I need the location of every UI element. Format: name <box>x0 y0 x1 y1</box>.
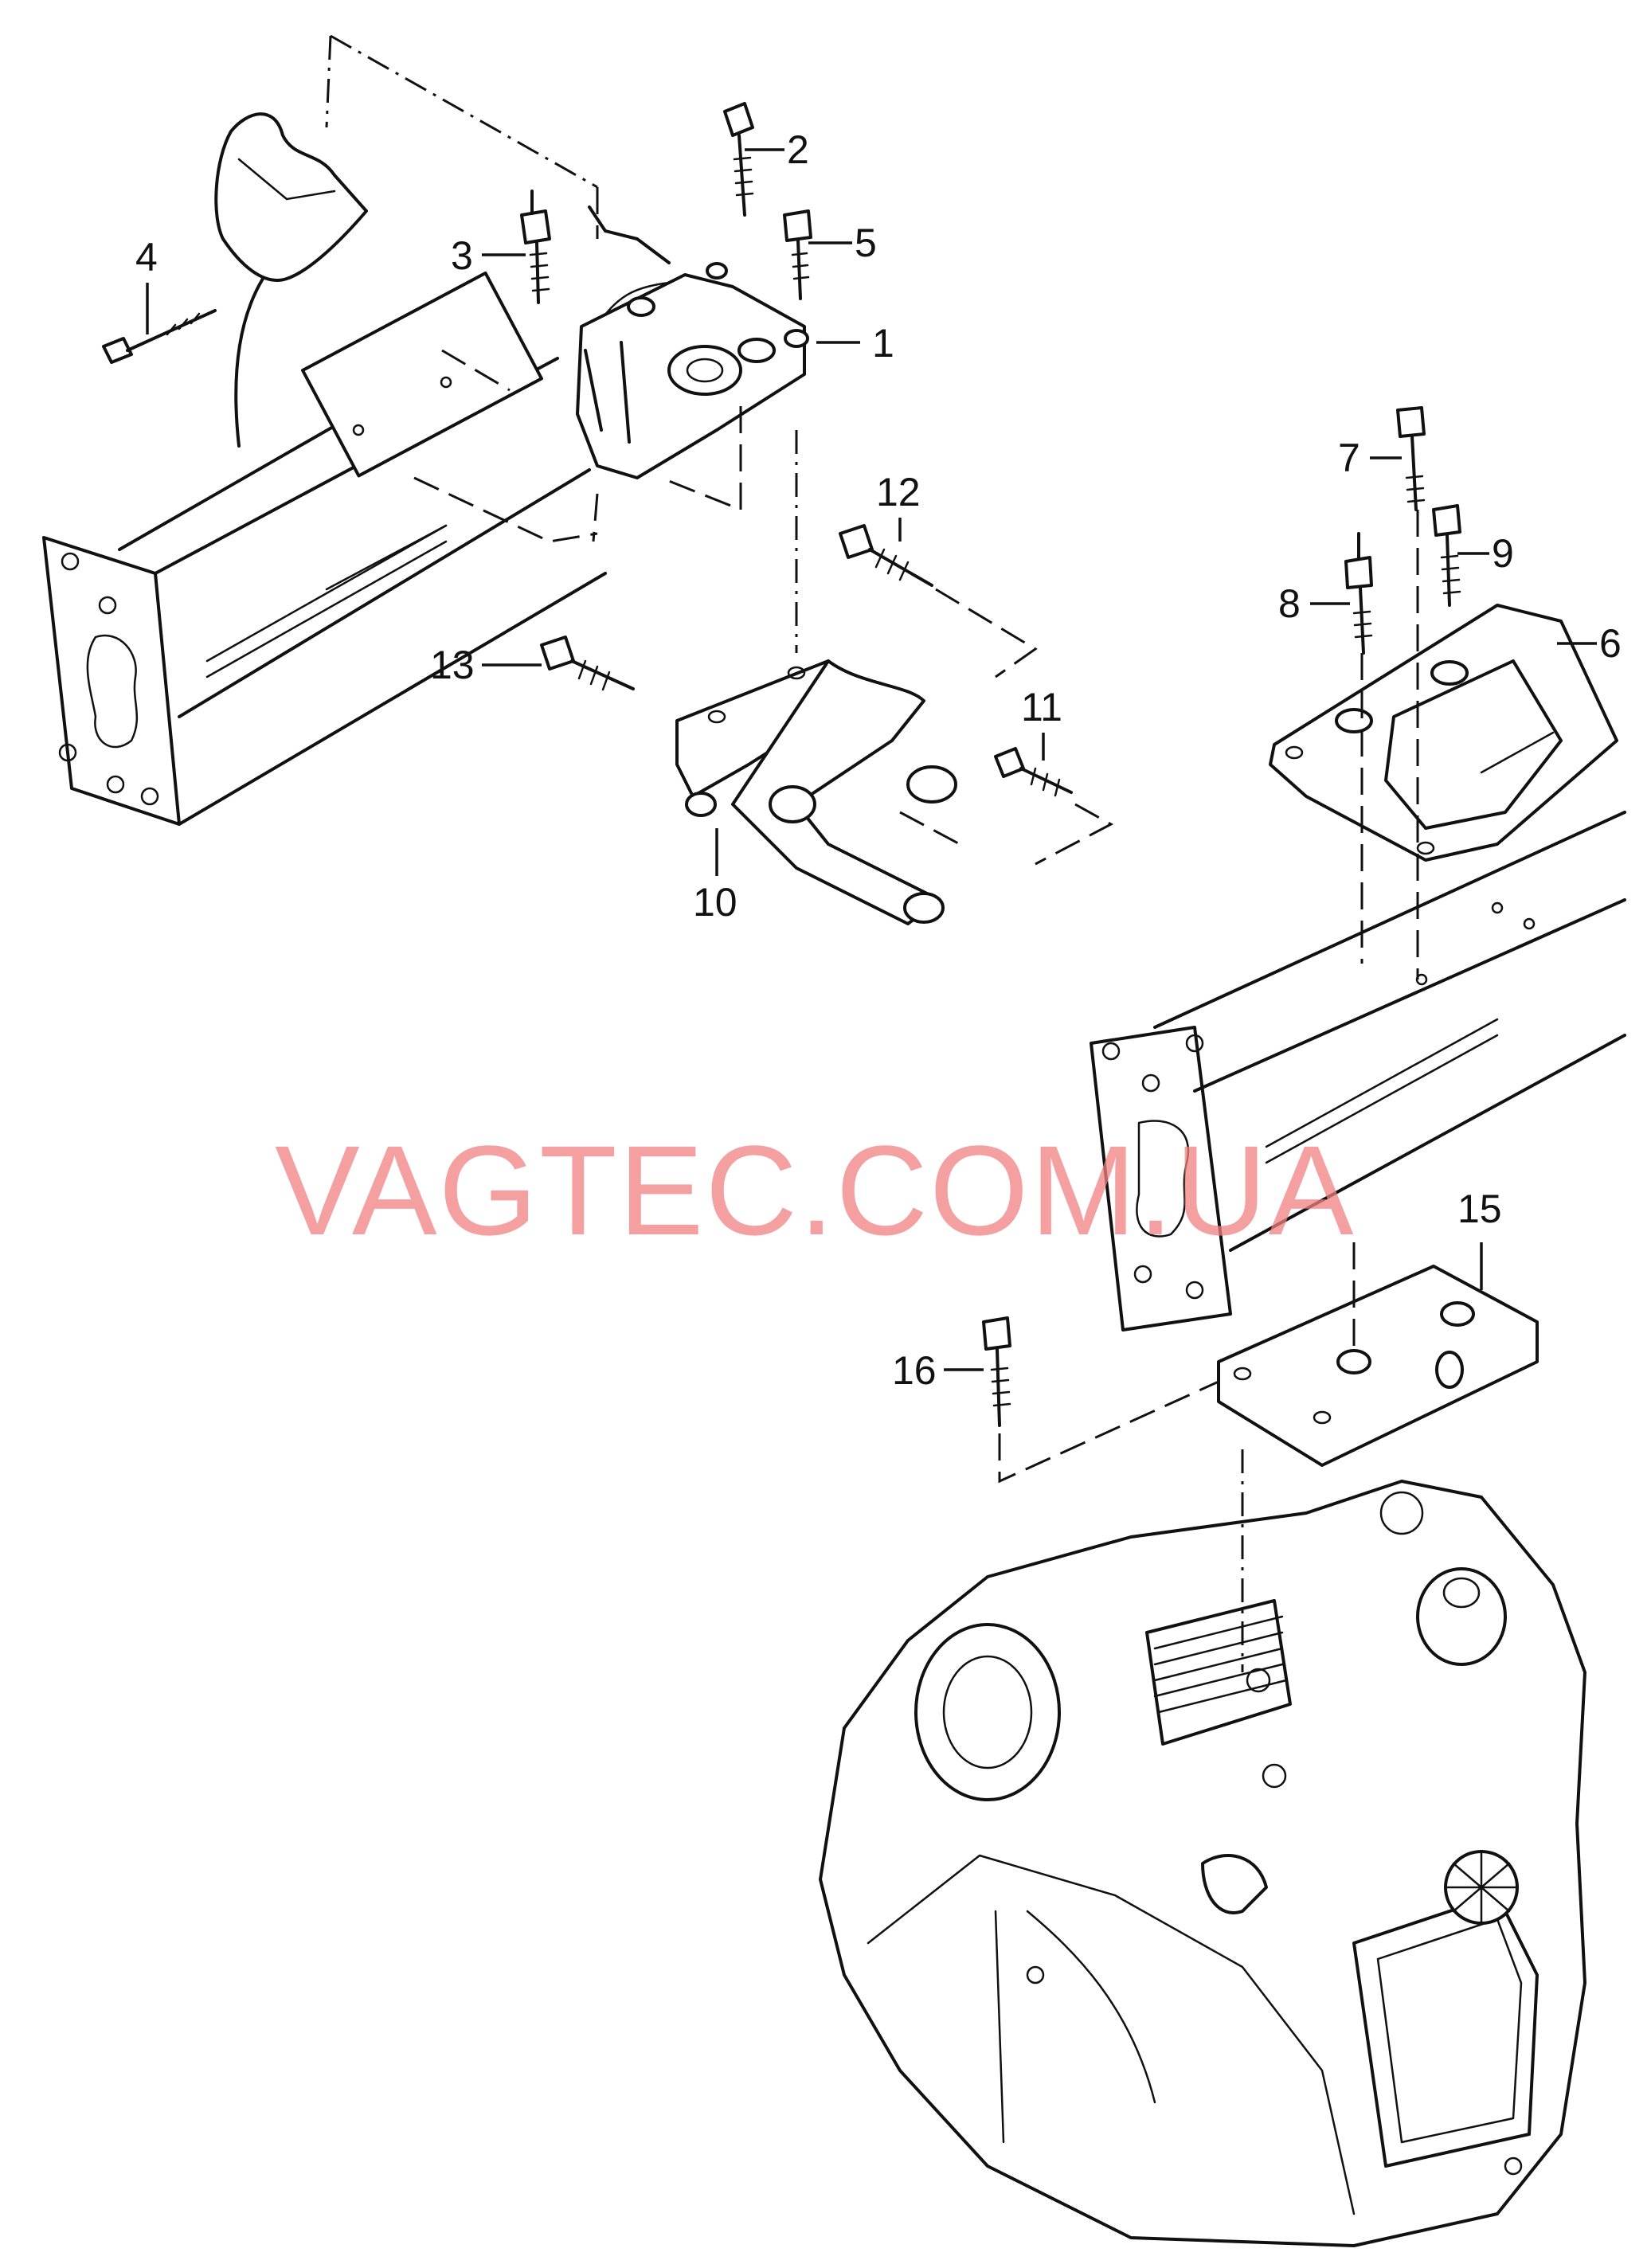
callout-10: 10 <box>693 880 737 925</box>
callout-5: 5 <box>855 221 877 265</box>
bolt-part-16 <box>982 1316 1011 1427</box>
callout-7: 7 <box>1338 436 1360 480</box>
bolt-part-2 <box>723 102 754 217</box>
engine-mount-part-1 <box>576 205 809 479</box>
gearbox-support-part-15 <box>1217 1265 1539 1467</box>
assembly-lines <box>325 34 1419 1672</box>
bolt-part-9 <box>1432 504 1461 607</box>
bolt-part-4 <box>102 309 217 364</box>
right-longitudinal-member <box>1090 811 1626 1331</box>
callout-labels: 1 2 3 4 5 6 7 8 9 10 11 12 13 15 16 <box>135 127 1622 1393</box>
callout-6: 6 <box>1599 621 1622 666</box>
bolt-part-8 <box>1344 532 1373 655</box>
bolt-part-12 <box>839 524 933 587</box>
callout-9: 9 <box>1492 531 1514 576</box>
callout-16: 16 <box>892 1348 937 1393</box>
bolt-part-7 <box>1396 406 1426 511</box>
bolt-part-3 <box>520 190 551 304</box>
callout-13: 13 <box>430 643 475 687</box>
callout-leaders <box>146 148 1597 1371</box>
callout-1: 1 <box>872 321 894 366</box>
watermark-text: VAGTEC.COM.UA <box>275 1119 1355 1261</box>
callout-3: 3 <box>451 233 473 278</box>
callout-11: 11 <box>1021 685 1062 729</box>
transmission-housing <box>819 1480 1586 2247</box>
callout-4: 4 <box>135 235 158 280</box>
callout-15: 15 <box>1457 1187 1502 1231</box>
engine-bracket-part-10 <box>675 659 957 925</box>
body-panel <box>214 112 543 478</box>
callout-2: 2 <box>787 127 809 172</box>
bolt-part-5 <box>783 209 812 300</box>
bolt-part-13 <box>540 635 635 691</box>
bolt-part-11 <box>994 747 1073 797</box>
callout-12: 12 <box>876 470 921 514</box>
callout-8: 8 <box>1278 581 1301 626</box>
gearbox-mount-part-6 <box>1269 604 1618 862</box>
